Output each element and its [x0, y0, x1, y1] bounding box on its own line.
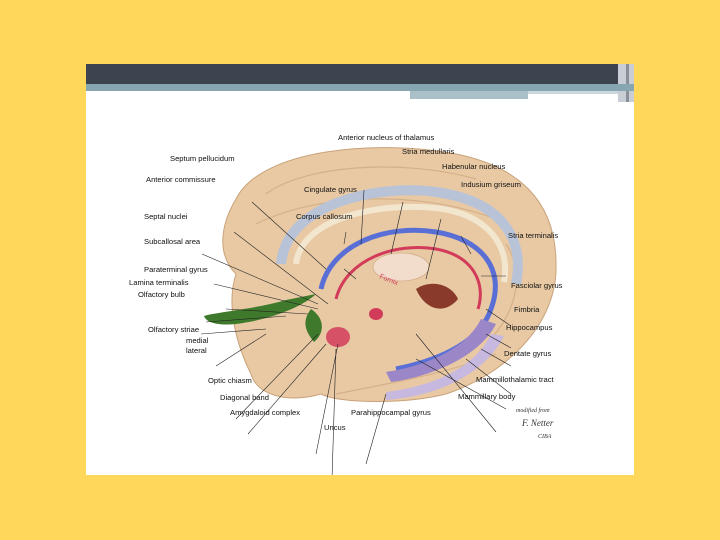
limbic-system-diagram: Fornix [86, 104, 634, 475]
label-olfactory-striae: Olfactory striae [148, 325, 199, 334]
title-bar-edge-line [626, 64, 629, 102]
label-optic-chiasm: Optic chiasm [208, 376, 252, 385]
label-lateral: lateral [186, 346, 207, 355]
slide-title-bar [86, 64, 634, 84]
label-dentate-gyrus: Dentate gyrus [504, 349, 551, 358]
label-habenular-nucleus: Habenular nucleus [442, 162, 506, 171]
label-stria-medullaris: Stria medullaris [402, 147, 455, 156]
mammillary-body [369, 308, 383, 320]
label-diagonal-band: Diagonal band [220, 393, 269, 402]
label-paraterminal-gyrus: Paraterminal gyrus [144, 265, 208, 274]
label-corpus-callosum: Corpus callosum [296, 212, 353, 221]
label-subcallosal-area: Subcallosal area [144, 237, 201, 246]
signature-line2: F. Netter [521, 418, 554, 428]
label-mammillary-body: Mammillary body [458, 392, 516, 401]
label-fasciolar-gyrus: Fasciolar gyrus [511, 281, 563, 290]
slide-card: Fornix [86, 64, 634, 475]
label-fimbria: Fimbria [514, 305, 540, 314]
accent-band [86, 84, 634, 91]
label-olfactory-bulb: Olfactory bulb [138, 290, 185, 299]
label-mammillothalamic-tract: Mammillothalamic tract [476, 375, 555, 384]
label-uncus: Uncus [324, 423, 346, 432]
label-anterior-nucleus-thalamus: Anterior nucleus of thalamus [338, 133, 434, 142]
signature-line1: modified from [516, 407, 550, 414]
label-stria-terminalis: Stria terminalis [508, 231, 558, 240]
label-anterior-commissure: Anterior commissure [146, 175, 216, 184]
label-lamina-terminalis: Lamina terminalis [129, 278, 189, 287]
accent-band-segment-light [528, 91, 618, 94]
label-cingulate-gyrus: Cingulate gyrus [304, 185, 357, 194]
netter-signature: modified from F. Netter CIBA [516, 407, 554, 440]
signature-line3: CIBA [538, 434, 552, 440]
label-indusium-griseum: Indusium griseum [461, 180, 521, 189]
label-septal-nuclei: Septal nuclei [144, 212, 188, 221]
label-amygdaloid-complex: Amygdaloid complex [230, 408, 300, 417]
label-parahippocampal-gyrus: Parahippocampal gyrus [351, 408, 431, 417]
label-medial: medial [186, 336, 209, 345]
accent-band-segment [410, 91, 528, 99]
label-hippocampus: Hippocampus [506, 323, 553, 332]
label-septum-pellucidum: Septum pellucidum [170, 154, 235, 163]
